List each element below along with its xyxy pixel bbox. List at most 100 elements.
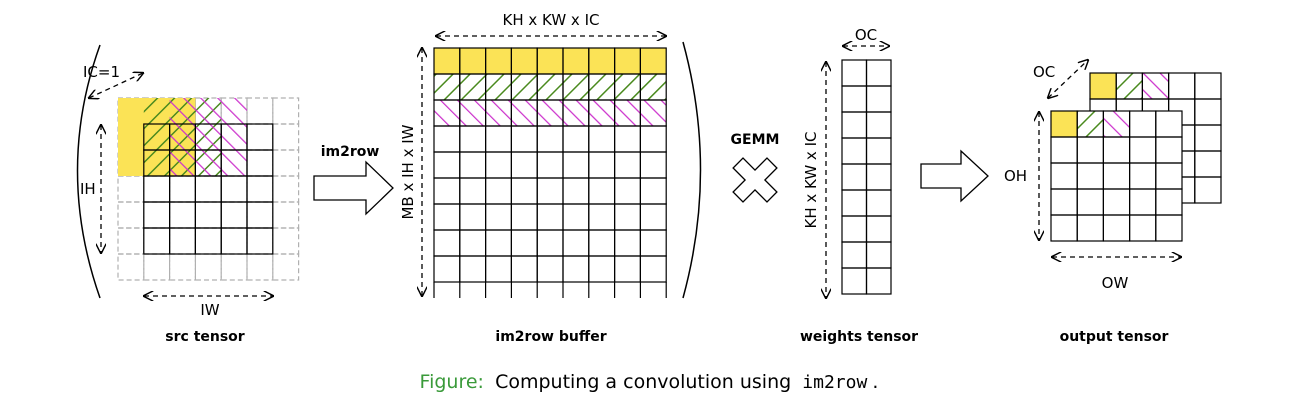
buffer-cell — [613, 203, 641, 231]
buffer-cell — [433, 177, 461, 205]
output-arrow — [920, 149, 989, 203]
buffer-cell — [510, 255, 538, 283]
output-back-cell — [1194, 176, 1222, 204]
weights-cell — [865, 189, 892, 217]
buffer-cell — [562, 229, 590, 257]
padding-cell — [272, 227, 300, 255]
src-cell — [194, 201, 222, 229]
padding-cell — [194, 175, 222, 203]
weights-cell — [841, 215, 868, 243]
padding-cell — [272, 149, 300, 177]
oh-label: OH — [1004, 167, 1027, 185]
buffer-row-magenta — [434, 100, 667, 126]
buffer-cell — [562, 255, 590, 283]
src-cell — [169, 227, 197, 255]
padding-cell — [246, 201, 274, 229]
padding-cell — [143, 227, 171, 255]
padding-cell — [246, 97, 274, 125]
padding-cell — [272, 201, 300, 229]
padding-cell — [246, 253, 274, 281]
src-cell — [143, 227, 171, 255]
padding-cell — [272, 123, 300, 151]
buffer-cell — [536, 151, 564, 179]
im2row-buffer — [433, 41, 702, 299]
buffer-cell — [536, 177, 564, 205]
buffer-cell — [562, 203, 590, 231]
buffer-cell — [433, 151, 461, 179]
padding-cell — [194, 227, 222, 255]
im2row-arrow — [313, 160, 394, 216]
buffer-cell — [433, 229, 461, 257]
buffer-cell — [639, 151, 667, 179]
weights-cell — [841, 111, 868, 139]
src-cell — [246, 175, 274, 203]
buffer-cell — [588, 229, 616, 257]
padding-cell — [194, 201, 222, 229]
src-cell — [246, 201, 274, 229]
buffer-cell — [639, 255, 667, 283]
padding-cell — [117, 253, 145, 281]
buffer-cell — [562, 177, 590, 205]
weights-tensor — [841, 59, 892, 295]
padding-cell — [194, 253, 222, 281]
ic-label: IC=1 — [83, 63, 120, 81]
src-left-bracket — [76, 44, 101, 299]
padding-cell — [246, 175, 274, 203]
padding-cell — [220, 227, 248, 255]
buffer-cell — [485, 255, 513, 283]
padding-cell — [143, 175, 171, 203]
src-cell — [246, 227, 274, 255]
buffer-row-green — [434, 74, 667, 100]
padding-cell — [246, 227, 274, 255]
weights-cell — [841, 137, 868, 165]
buffer-cell — [613, 177, 641, 205]
output-front-cell — [1155, 214, 1183, 242]
padding-cell — [143, 253, 171, 281]
src-cell — [220, 175, 248, 203]
padding-cell — [272, 253, 300, 281]
gemm-label: GEMM — [731, 132, 780, 148]
oc-output-arrow — [1048, 60, 1088, 98]
output-back-magenta — [1142, 73, 1169, 99]
buffer-cell — [639, 177, 667, 205]
src-cell — [194, 175, 222, 203]
padding-cell — [220, 201, 248, 229]
weights-cell — [865, 137, 892, 165]
buffer-cell — [459, 177, 487, 205]
buffer-cell — [536, 255, 564, 283]
weights-cell — [865, 59, 892, 87]
weights-cell — [865, 85, 892, 113]
weights-caption: weights tensor — [800, 329, 918, 345]
buffer-cell — [510, 177, 538, 205]
output-back-yellow — [1090, 73, 1117, 99]
oc-weights-label: OC — [855, 26, 877, 44]
buffer-cell — [485, 177, 513, 205]
weights-cell — [841, 59, 868, 87]
weights-cell — [841, 241, 868, 269]
buffer-cell — [459, 203, 487, 231]
caption-code: im2row — [802, 372, 867, 393]
buffer-cell — [459, 151, 487, 179]
buffer-cell — [613, 229, 641, 257]
gemm-multiply-icon — [732, 157, 778, 203]
output-back-green — [1116, 73, 1143, 99]
buffer-cell — [562, 151, 590, 179]
buffer-cell — [536, 125, 564, 153]
buffer-cell — [485, 203, 513, 231]
buffer-top-label: KH x KW x IC — [503, 11, 600, 29]
caption-period: . — [872, 371, 878, 393]
buffer-caption: im2row buffer — [495, 329, 606, 345]
iw-label: IW — [200, 301, 219, 319]
src-tensor — [76, 44, 300, 299]
padding-cell — [169, 253, 197, 281]
output-front-green — [1077, 111, 1104, 137]
oc-output-label: OC — [1033, 63, 1055, 81]
weights-left-label: KH x KW x IC — [802, 132, 820, 229]
dimension-arrows — [89, 36, 1181, 298]
padding-cell — [246, 149, 274, 177]
src-cell — [169, 175, 197, 203]
ih-label: IH — [80, 180, 96, 198]
src-cell — [143, 201, 171, 229]
caption-figure-label: Figure: — [420, 371, 484, 393]
